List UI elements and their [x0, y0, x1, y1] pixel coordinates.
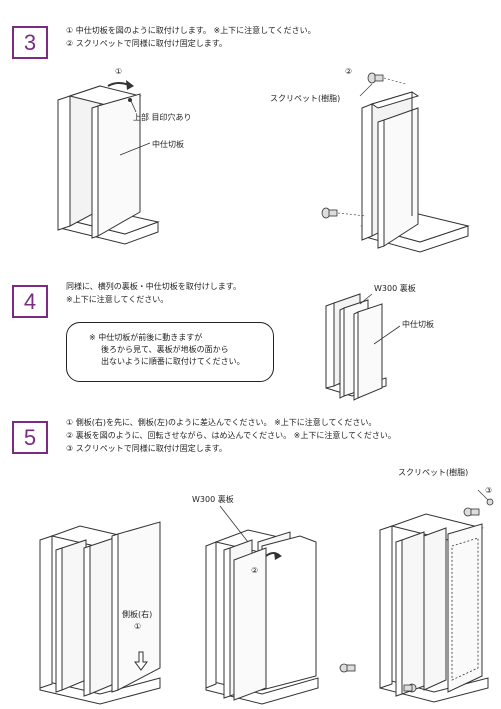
step4-label-backboard: W300 裏板 [374, 284, 416, 293]
step3-circle-1: ① [115, 67, 123, 76]
step5-line-1: ① 側板(右)を先に、側板(左)のように差込んでください。 ※上下に注意してくだ… [66, 418, 377, 427]
step4-label-partition: 中仕切板 [402, 320, 434, 329]
step5-line-3: ③ スクリペットで同様に取付け固定します。 [66, 444, 227, 453]
step4-note-box: ※ 中仕切板が前後に動きますが 後ろから見て、裏板が地板の面から 出ないように順… [66, 322, 274, 382]
step5-circle-3: ③ [485, 486, 493, 495]
step4-line-2: ※上下に注意してください。 [66, 295, 169, 304]
step5-line-2: ② 裏板を図のように、回転させながら、はめ込んでください。 ※上下に注意してくだ… [66, 431, 396, 440]
step5-circle-2: ② [251, 566, 259, 575]
step5-label-backboard: W300 裏板 [192, 495, 234, 504]
step-number-3: 3 [12, 26, 48, 59]
step-number-5: 5 [12, 421, 48, 454]
step5-label-side-right: 側板(右) [122, 610, 153, 619]
step5-circle-1: ① [134, 622, 142, 631]
step5-label-rivet: スクリペット(樹脂) [398, 468, 469, 477]
step3-label-partition: 中仕切板 [152, 140, 184, 149]
step4-line-1: 同様に、横列の裏板・中仕切板を取付けします。 [66, 282, 241, 291]
step4-note-line-3: 出ないように順番に取付けてください。 [101, 357, 245, 366]
step-number-4: 4 [12, 285, 48, 318]
step3-line-2: ② スクリペットで同様に取付け固定します。 [66, 39, 227, 48]
step3-label-rivet: スクリペット(樹脂) [270, 94, 341, 103]
step3-line-1: ① 中仕切板を図のように取付けします。 ※上下に注意してください。 [66, 26, 316, 35]
step4-note-line-1: ※ 中仕切板が前後に動きますが [89, 333, 203, 342]
step3-circle-2: ② [345, 67, 353, 76]
step3-label-top-mark: 上部 目印穴あり [133, 113, 192, 122]
step4-note-line-2: 後ろから見て、裏板が地板の面から [101, 345, 229, 354]
